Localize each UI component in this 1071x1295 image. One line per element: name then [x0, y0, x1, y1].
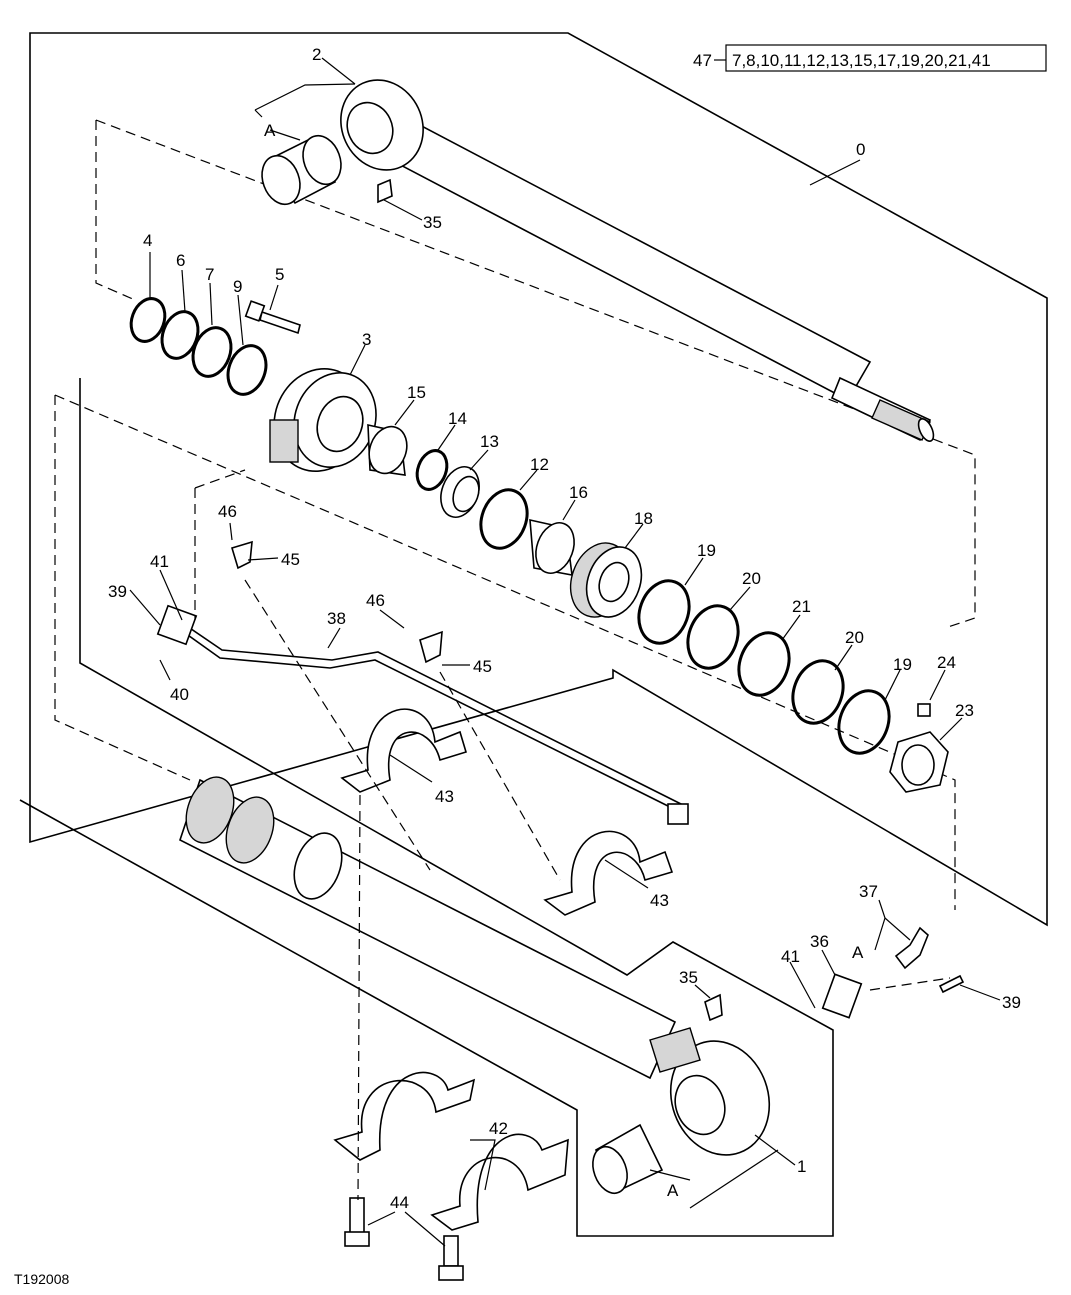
callouts: 2 A 0 35 4 6 7 9 5 3 15 14 13 12 16 18 1…	[108, 45, 1021, 1212]
callout-36: 36	[810, 932, 829, 951]
callout-4: 4	[143, 231, 152, 250]
callout-38: 38	[327, 609, 346, 628]
callout-15: 15	[407, 383, 426, 402]
set-screw-24	[917, 703, 931, 717]
callout-1: 1	[797, 1157, 806, 1176]
rod-bushing	[261, 134, 342, 206]
ring-6	[160, 310, 200, 360]
callout-9: 9	[233, 277, 242, 296]
ring-21	[737, 631, 791, 697]
callout-24: 24	[937, 653, 956, 672]
callout-7: 7	[205, 265, 214, 284]
leader-lines	[129, 57, 1001, 1247]
snap-ring-4	[129, 297, 167, 343]
rod-assembly-frame	[29, 32, 1048, 927]
bushing-16	[529, 518, 575, 576]
callout-12: 12	[530, 455, 549, 474]
elbow-fitting-37	[894, 926, 929, 970]
callout-43-upper: 43	[435, 787, 454, 806]
callout-46-left: 46	[218, 502, 237, 521]
flange-36	[821, 973, 863, 1019]
callout-21: 21	[792, 597, 811, 616]
callout-23: 23	[955, 701, 974, 720]
callout-41-left: 41	[150, 552, 169, 571]
callout-42: 42	[489, 1119, 508, 1138]
seal-13	[440, 466, 480, 518]
tube-assembly-frame	[19, 378, 834, 1237]
grease-fitting-35-lower	[704, 993, 723, 1022]
tube-38	[177, 619, 689, 825]
cap-screw-44b	[438, 1235, 464, 1281]
cap-screw-44a	[344, 1197, 370, 1247]
ring-7	[191, 326, 233, 378]
callout-19-lower: 19	[893, 655, 912, 674]
callout-19-upper: 19	[697, 541, 716, 560]
callout-35-top: 35	[423, 213, 442, 232]
callout-13: 13	[480, 432, 499, 451]
kit-callout: 47 7,8,10,11,12,13,15,17,19,20,21,41	[693, 44, 1047, 72]
kit-callout-box	[725, 44, 1047, 72]
callout-16: 16	[569, 483, 588, 502]
kit-callout-parts: 7,8,10,11,12,13,15,17,19,20,21,41	[732, 51, 991, 70]
clamp-45b	[419, 630, 443, 664]
ring-20a	[686, 604, 740, 670]
o-ring-12	[479, 488, 529, 550]
callout-39-left: 39	[108, 582, 127, 601]
callout-A-lower: A	[667, 1181, 679, 1200]
callout-A-right: A	[852, 943, 864, 962]
seal-group-dashed-outline	[54, 119, 976, 910]
callout-3: 3	[362, 330, 371, 349]
callout-A-top: A	[264, 121, 276, 140]
cylinder-tube	[179, 776, 771, 1156]
callout-2: 2	[312, 45, 321, 64]
tube-bushing	[592, 1123, 664, 1195]
callout-43-lower: 43	[650, 891, 669, 910]
callout-14: 14	[448, 409, 467, 428]
ring-20b	[791, 659, 845, 725]
figure-id: T192008	[14, 1271, 69, 1287]
callout-45-left: 45	[281, 550, 300, 569]
callout-20-upper: 20	[742, 569, 761, 588]
cap-screw-39-right	[938, 974, 965, 994]
bracket-42a	[333, 1071, 476, 1161]
bracket-42b	[430, 1133, 569, 1231]
bracket-43a	[340, 708, 467, 793]
snap-ring-14	[415, 449, 449, 491]
nut-23	[889, 731, 949, 793]
piston-rod	[340, 79, 935, 442]
callout-6: 6	[176, 251, 185, 270]
callout-20-lower: 20	[845, 628, 864, 647]
callout-35-lower: 35	[679, 968, 698, 987]
callout-0: 0	[856, 140, 865, 159]
bushing-15	[367, 423, 408, 476]
callout-41-right: 41	[781, 947, 800, 966]
ring-19a	[637, 579, 691, 645]
callout-46-right: 46	[366, 591, 385, 610]
rod-guide-3	[269, 367, 377, 473]
ring-9	[226, 344, 268, 396]
piston-18	[569, 542, 643, 618]
callout-37: 37	[859, 882, 878, 901]
callout-45-right: 45	[473, 657, 492, 676]
kit-callout-number: 47	[693, 51, 712, 70]
callout-40: 40	[170, 685, 189, 704]
callout-39-right: 39	[1002, 993, 1021, 1012]
flange-block-left	[156, 604, 198, 646]
bracket-43b	[543, 830, 674, 916]
ring-19b	[837, 689, 891, 755]
callout-44: 44	[390, 1193, 409, 1212]
callout-5: 5	[275, 265, 284, 284]
callout-18: 18	[634, 509, 653, 528]
clamp-45a	[231, 540, 253, 570]
cap-screw-5	[244, 300, 301, 335]
